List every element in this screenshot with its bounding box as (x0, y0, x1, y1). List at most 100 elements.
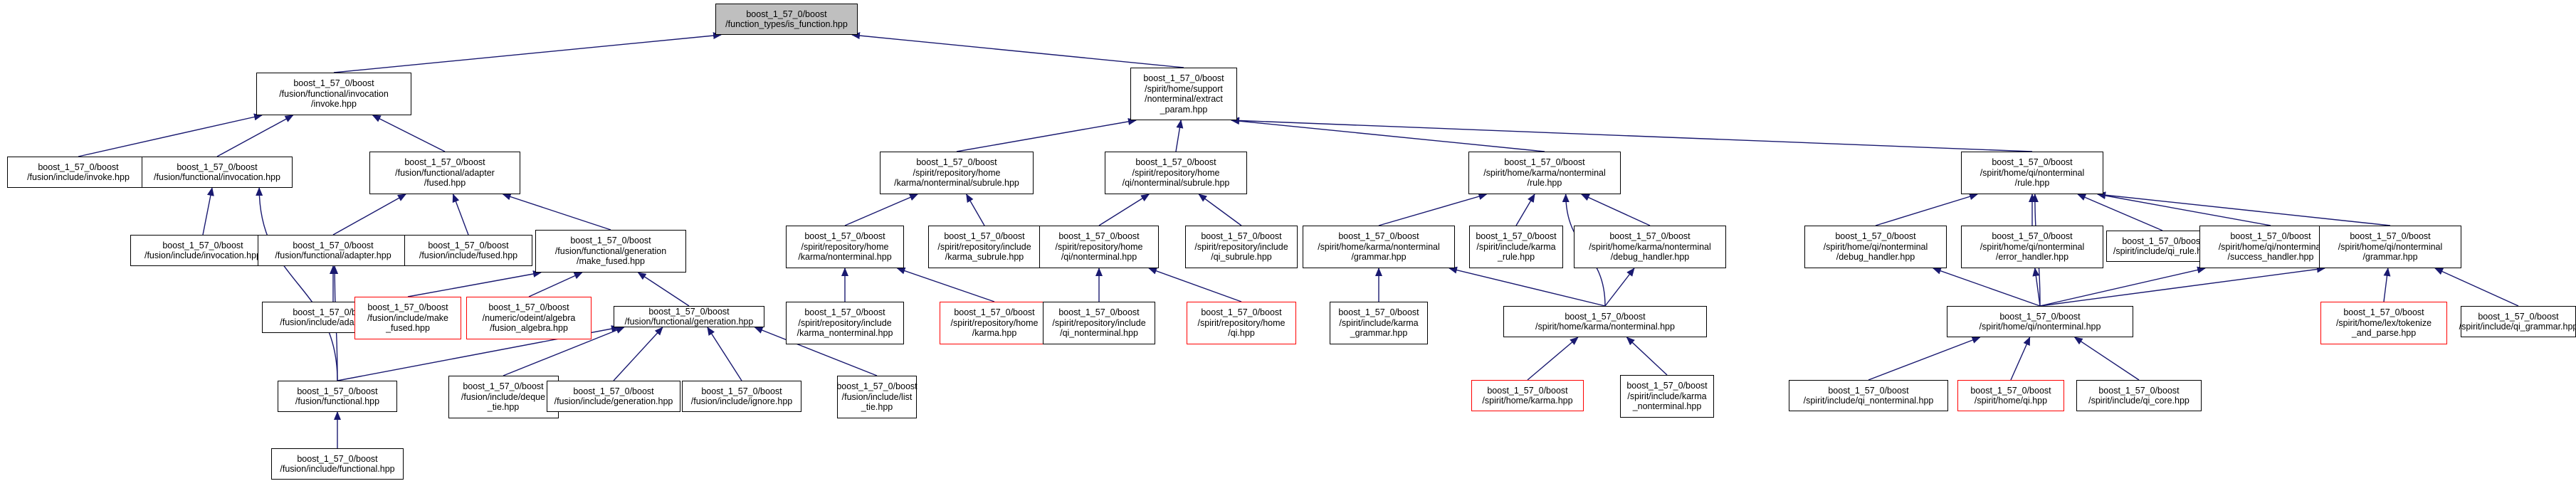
file-node-n8[interactable]: boost_1_57_0/boost/fusion/include/fused.… (404, 235, 532, 266)
file-node-n46[interactable]: boost_1_57_0/boost/spirit/include/qi_gra… (2459, 306, 2576, 337)
file-node-label-line: /fusion_algebra.hpp (490, 323, 568, 334)
file-node-n22[interactable]: boost_1_57_0/boost/spirit/home/karma/non… (1468, 152, 1621, 194)
file-node-n29[interactable]: boost_1_57_0/boost/spirit/repository/hom… (940, 302, 1049, 344)
file-node-n35[interactable]: boost_1_57_0/boost/spirit/include/karma_… (1330, 302, 1428, 344)
file-node-label-line: /fusion/include/deque (461, 391, 546, 402)
file-node-n30[interactable]: boost_1_57_0/boost/spirit/repository/inc… (1043, 302, 1155, 344)
file-node-label-line: /fusion/functional/invocation (279, 88, 389, 99)
file-node-label-line: /spirit/home/karma.hpp (1482, 396, 1573, 406)
file-node-label-line: _param.hpp (1160, 104, 1208, 115)
file-node-n14[interactable]: boost_1_57_0/boost/fusion/functional.hpp (278, 381, 397, 412)
file-node-label-line: /make_fused.hpp (577, 256, 645, 267)
file-node-n49[interactable]: boost_1_57_0/boost/spirit/include/qi_cor… (2076, 380, 2202, 411)
file-node-label-line: /fusion/functional/adapter.hpp (275, 250, 391, 260)
file-node-n40[interactable]: boost_1_57_0/boost/spirit/home/qi/nonter… (1961, 226, 2103, 268)
file-node-n43[interactable]: boost_1_57_0/boost/spirit/home/qi/nonter… (2319, 226, 2461, 268)
file-node-n28[interactable]: boost_1_57_0/boost/spirit/repository/inc… (786, 302, 904, 344)
file-node-label-line: /qi_subrule.hpp (1211, 252, 1272, 263)
file-node-n3[interactable]: boost_1_57_0/boost/fusion/include/invoke… (7, 157, 149, 188)
file-node-label-line: boost_1_57_0/boost (177, 162, 258, 172)
file-node-n15[interactable]: boost_1_57_0/boost/fusion/include/deque_… (448, 376, 559, 418)
file-node-n34[interactable]: boost_1_57_0/boost/spirit/home/karma/non… (1574, 226, 1726, 268)
file-node-label-line: /spirit/repository/home (1132, 167, 1220, 178)
file-node-label-line: boost_1_57_0/boost (944, 231, 1025, 242)
file-node-n20[interactable]: boost_1_57_0/boost/spirit/repository/hom… (880, 152, 1034, 194)
file-node-n47[interactable]: boost_1_57_0/boost/spirit/include/qi_non… (1789, 380, 1948, 411)
file-node-n6[interactable]: boost_1_57_0/boost/fusion/include/invoca… (130, 235, 275, 266)
file-node-label-line: boost_1_57_0/boost (2122, 236, 2203, 246)
file-node-n12[interactable]: boost_1_57_0/boost/numeric/odeint/algebr… (466, 297, 592, 339)
file-node-n39[interactable]: boost_1_57_0/boost/spirit/home/qi/nonter… (1804, 226, 1947, 268)
file-node-label-line: /fusion/functional/generation.hpp (624, 317, 754, 327)
file-node-n27[interactable]: boost_1_57_0/boost/spirit/repository/inc… (1185, 226, 1298, 268)
file-node-n17[interactable]: boost_1_57_0/boost/fusion/include/ignore… (682, 381, 801, 412)
file-node-label-line: boost_1_57_0/boost (570, 236, 651, 246)
file-node-label-line: /spirit/home/qi/nonterminal (1980, 167, 2085, 178)
file-node-label-line: boost_1_57_0/boost (293, 78, 374, 89)
file-node-n0[interactable]: boost_1_57_0/boost/function_types/is_fun… (715, 4, 858, 35)
file-node-label-line: /nonterminal/extract (1145, 94, 1223, 104)
file-node-label-line: boost_1_57_0/boost (488, 302, 569, 313)
file-node-label-line: boost_1_57_0/boost (1058, 231, 1140, 242)
file-node-label-line: boost_1_57_0/boost (297, 386, 378, 396)
file-node-n44[interactable]: boost_1_57_0/boost/spirit/home/qi/nonter… (1947, 306, 2133, 337)
file-node-label-line: /fusion/functional/invocation.hpp (154, 172, 280, 182)
file-node-n38[interactable]: boost_1_57_0/boost/spirit/include/karma_… (1620, 375, 1714, 418)
file-node-label-line: boost_1_57_0/boost (1992, 231, 2073, 242)
file-node-label-line: /debug_handler.hpp (1836, 252, 1915, 263)
file-node-n33[interactable]: boost_1_57_0/boost/spirit/include/karma_… (1469, 226, 1563, 268)
file-node-label-line: boost_1_57_0/boost (1487, 385, 1568, 396)
file-node-label-line: boost_1_57_0/boost (1058, 307, 1140, 318)
file-node-label-line: /spirit/include/qi_core.hpp (2088, 396, 2189, 406)
file-node-label-line: boost_1_57_0/boost (1626, 381, 1708, 391)
file-node-n19[interactable]: boost_1_57_0/boost/fusion/include/functi… (271, 448, 404, 480)
file-node-n7[interactable]: boost_1_57_0/boost/fusion/functional/ada… (258, 235, 409, 266)
file-node-n2[interactable]: boost_1_57_0/boost/spirit/home/support/n… (1130, 68, 1237, 120)
file-node-label-line: /fused.hpp (424, 178, 466, 189)
file-node-label-line: boost_1_57_0/boost (1201, 307, 1282, 318)
file-node-n36[interactable]: boost_1_57_0/boost/spirit/home/karma/non… (1503, 306, 1707, 337)
file-node-label-line: /spirit/include/karma (1476, 241, 1556, 252)
file-node-n23[interactable]: boost_1_57_0/boost/spirit/home/qi/nonter… (1961, 152, 2103, 194)
file-node-label-line: boost_1_57_0/boost (954, 307, 1035, 318)
file-node-label-line: boost_1_57_0/boost (2230, 231, 2311, 242)
file-node-label-line: boost_1_57_0/boost (1476, 231, 1557, 242)
file-node-n9[interactable]: boost_1_57_0/boost/fusion/functional/gen… (535, 230, 686, 273)
file-node-label-line: /spirit/home/karma/nonterminal (1589, 241, 1711, 252)
file-node-n45[interactable]: boost_1_57_0/boost/spirit/home/lex/token… (2320, 302, 2447, 344)
file-node-label-line: /karma_nonterminal.hpp (797, 328, 893, 339)
file-node-label-line: /spirit/repository/include (937, 241, 1031, 252)
file-node-n26[interactable]: boost_1_57_0/boost/spirit/repository/hom… (1039, 226, 1159, 268)
file-node-n42[interactable]: boost_1_57_0/boost/spirit/home/qi/nonter… (2199, 226, 2342, 268)
file-node-label-line: boost_1_57_0/boost (2478, 311, 2559, 322)
file-node-n24[interactable]: boost_1_57_0/boost/spirit/repository/hom… (786, 226, 904, 268)
file-node-label-line: boost_1_57_0/boost (1999, 311, 2081, 322)
file-node-n18[interactable]: boost_1_57_0/boost/fusion/include/list_t… (836, 376, 918, 418)
file-node-label-line: boost_1_57_0/boost (1135, 157, 1216, 168)
file-node-n21[interactable]: boost_1_57_0/boost/spirit/repository/hom… (1105, 152, 1247, 194)
file-node-label-line: /spirit/include/karma (1627, 391, 1707, 401)
file-node-n1[interactable]: boost_1_57_0/boost/fusion/functional/inv… (256, 73, 411, 115)
file-node-n48[interactable]: boost_1_57_0/boost/spirit/home/qi.hpp (1957, 380, 2064, 411)
file-node-label-line: _rule.hpp (1497, 252, 1535, 263)
file-node-label-line: boost_1_57_0/boost (293, 240, 374, 250)
file-node-label-line: boost_1_57_0/boost (404, 157, 485, 168)
file-node-n16[interactable]: boost_1_57_0/boost/fusion/include/genera… (547, 381, 680, 412)
file-node-n11[interactable]: boost_1_57_0/boost/fusion/include/make_f… (354, 297, 461, 339)
file-node-label-line: boost_1_57_0/boost (293, 307, 374, 317)
file-node-n4[interactable]: boost_1_57_0/boost/fusion/functional/inv… (142, 157, 293, 188)
file-node-n32[interactable]: boost_1_57_0/boost/spirit/home/karma/non… (1303, 226, 1455, 268)
file-node-n25[interactable]: boost_1_57_0/boost/spirit/repository/inc… (928, 226, 1041, 268)
file-node-n13[interactable]: boost_1_57_0/boost/fusion/functional/gen… (614, 306, 764, 327)
file-node-label-line: /spirit/home/qi/nonterminal (2218, 241, 2323, 252)
file-node-label-line: boost_1_57_0/boost (463, 381, 544, 392)
file-node-n31[interactable]: boost_1_57_0/boost/spirit/repository/hom… (1187, 302, 1296, 344)
file-node-label-line: /rule.hpp (2014, 178, 2050, 189)
file-node-n37[interactable]: boost_1_57_0/boost/spirit/home/karma.hpp (1471, 380, 1584, 411)
file-node-label-line: /spirit/home/support (1145, 83, 1223, 94)
file-node-label-line: boost_1_57_0/boost (1201, 231, 1282, 242)
file-node-n5[interactable]: boost_1_57_0/boost/fusion/functional/ada… (369, 152, 520, 194)
file-node-label-line: /fusion/include/generation.hpp (554, 396, 673, 406)
